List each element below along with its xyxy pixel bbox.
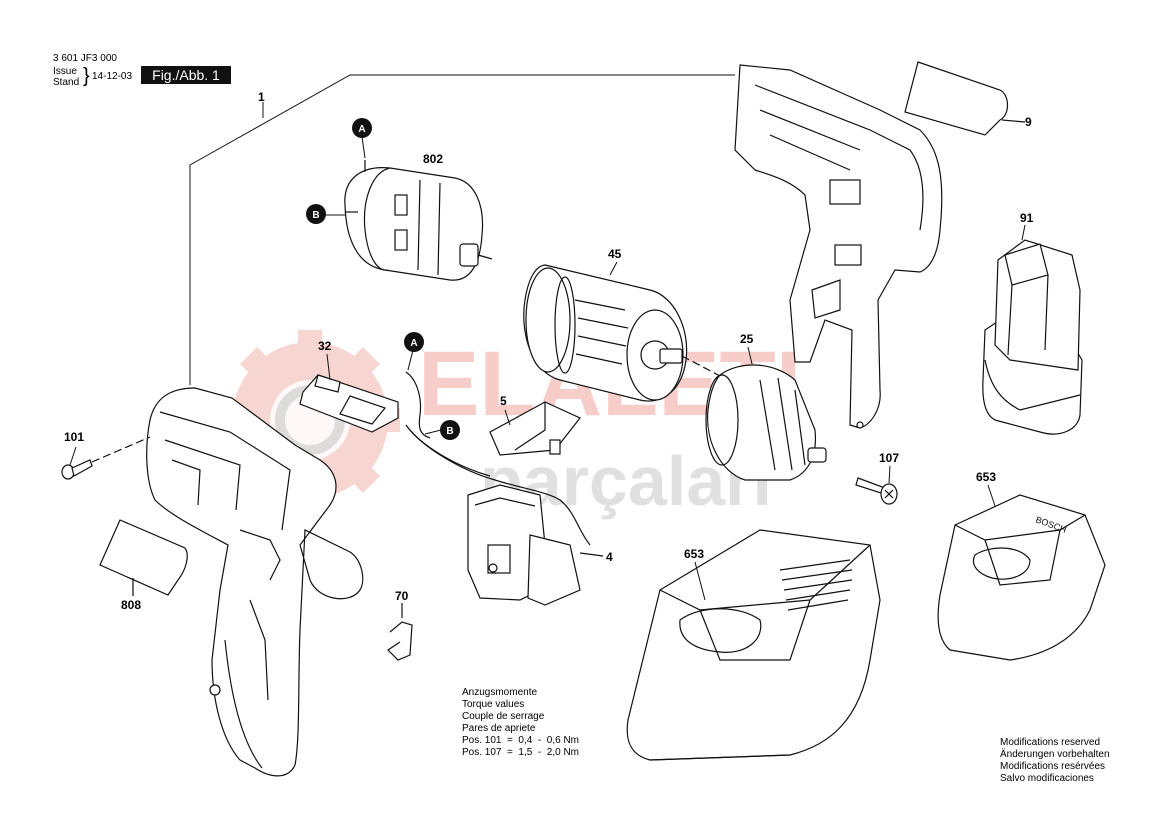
modification-notes: Modifications reserved Änderungen vorbeh… [1000,737,1110,785]
doc-number: 3 601 JF3 000 [53,53,117,64]
switch-cover-32 [299,374,399,433]
modification-line: Salvo modificaciones [1000,773,1094,784]
clip-70 [387,603,413,661]
motor-802 [344,160,493,281]
modification-line: Modifications resérvées [1000,761,1106,772]
callout-91: 91 [1020,211,1034,225]
label-sticker-9 [904,61,1026,136]
callout-802: 802 [423,152,443,166]
torque-line: Couple de serrage [462,711,545,722]
torque-line: Pos. 107 = 1,5 - 2,0 Nm [462,747,580,758]
modification-line: Änderungen vorbehalten [1000,749,1110,760]
callout-4: 4 [606,550,613,564]
figure-label: Fig./Abb. 1 [141,66,231,84]
torque-line: Pares de apriete [462,723,536,734]
svg-text:A: A [358,124,365,135]
callout-32: 32 [318,339,332,353]
charger-653-small: BOSCH [937,494,1106,661]
torque-line: Pos. 101 = 0,4 - 0,6 Nm [462,735,580,746]
torque-line: Anzugsmomente [462,687,538,698]
switch-4 [467,484,604,606]
marker-leaders [69,136,1026,601]
chuck-25 [705,364,827,481]
leader-lines [189,74,735,385]
motor-wire [405,371,591,546]
callout-653-large: 653 [684,547,704,561]
battery-91 [982,239,1083,435]
callout-1: 1 [258,90,265,104]
torque-line: Torque values [462,699,525,710]
callout-107: 107 [879,451,899,465]
callout-45: 45 [608,247,622,261]
label-808 [99,519,188,596]
brace: } [83,65,90,87]
svg-text:A: A [410,338,417,349]
modification-line: Modifications reserved [1000,737,1101,748]
callout-101: 101 [64,430,84,444]
callout-653-small: 653 [976,470,996,484]
callout-808: 808 [121,598,141,612]
callout-5: 5 [500,394,507,408]
marker-b-wire: B [440,420,460,440]
marker-a-wire: A [404,332,424,352]
callout-70: 70 [395,589,409,603]
screw-107 [855,477,898,505]
slide-switch-5 [489,401,581,456]
stand-label: Stand [53,77,80,88]
screw-101 [61,436,151,480]
svg-text:B: B [312,210,319,221]
callout-9: 9 [1025,115,1032,129]
marker-b-top: B [306,204,326,224]
housing-half-1 [146,387,364,777]
housing-half-9 [734,64,943,429]
issue-label: Issue [53,66,77,77]
charger-653-large [626,529,881,761]
torque-notes: Anzugsmomente Torque values Couple de se… [462,687,579,759]
marker-a-top: A [352,118,372,138]
callout-25: 25 [740,332,754,346]
svg-text:B: B [446,426,453,437]
issue-date: 14-12-03 [92,71,133,82]
gearbox-45 [523,264,721,402]
